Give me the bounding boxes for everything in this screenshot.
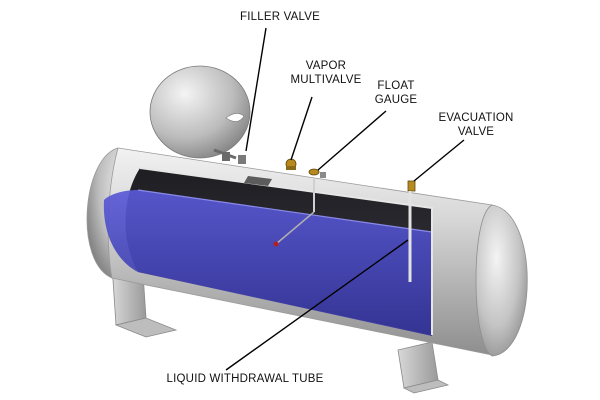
label-liquid-withdrawal-tube: LIQUID WITHDRAWAL TUBE [166, 373, 324, 385]
internal-tubes [273, 178, 412, 282]
label-float-gauge: FLOAT GAUGE [374, 80, 418, 106]
leader-float-gauge [317, 110, 387, 171]
label-evacuation-valve: EVACUATION VALVE [438, 112, 514, 138]
label-vapor-multivalve: VAPOR MULTIVALVE [290, 60, 362, 86]
leader-filler-valve [245, 27, 267, 152]
tank-body [86, 147, 528, 357]
leader-vapor-multivalve [290, 96, 313, 161]
label-filler-valve: FILLER VALVE [240, 11, 320, 23]
leader-evacuation-valve [413, 139, 465, 182]
leader-liquid-withdrawal-tube [225, 239, 409, 371]
leader-lines [225, 27, 465, 371]
dome-lid [149, 65, 251, 160]
